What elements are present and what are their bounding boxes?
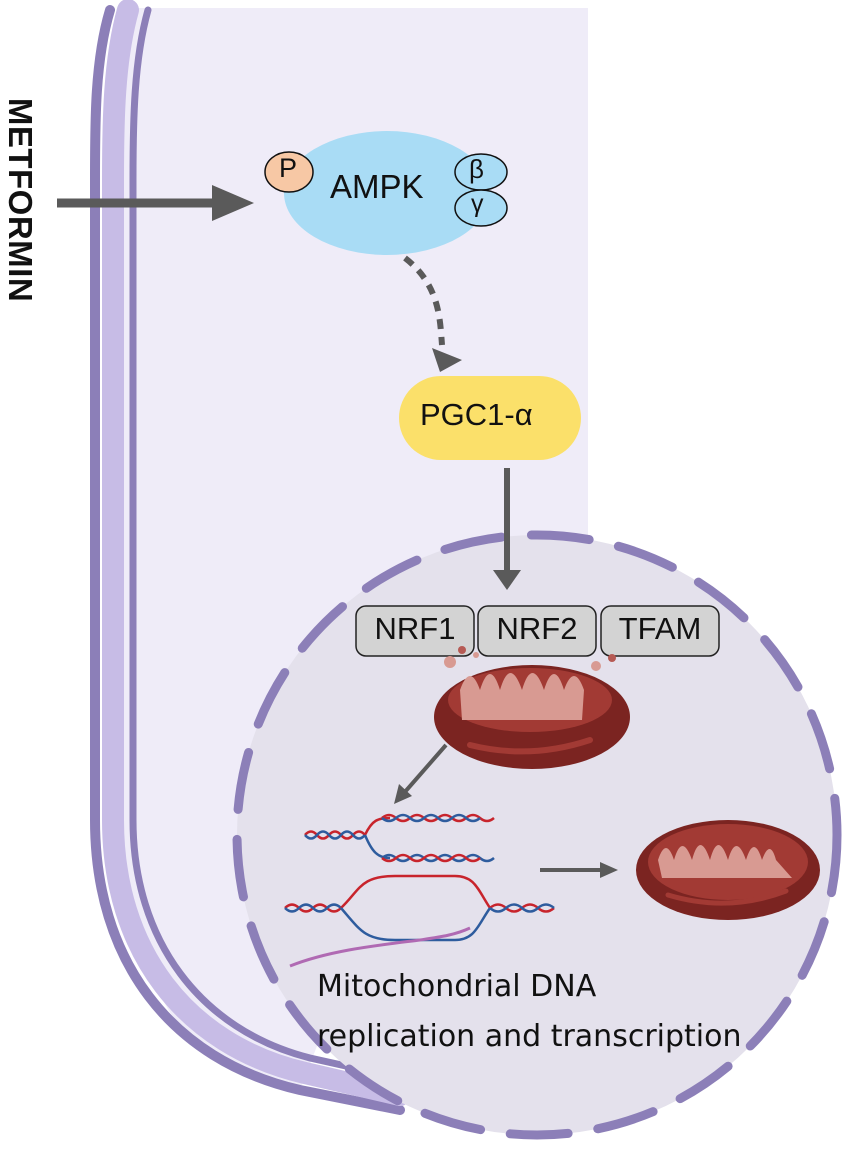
- phospho-group: [264, 151, 314, 193]
- nrf2-label: NRF2: [496, 611, 578, 646]
- mito-to-dna-arrowhead: [394, 784, 412, 804]
- phospho-label: P: [279, 153, 298, 183]
- ampk-node: [284, 131, 490, 255]
- gamma-label: γ: [471, 190, 484, 218]
- caption-line-2: replication and transcription: [317, 1019, 742, 1054]
- ampk-label: AMPK: [330, 168, 424, 205]
- biogenesis-arrowhead: [600, 862, 618, 878]
- beta-label: β: [469, 154, 484, 184]
- activation-dashed-arrow: [403, 255, 445, 346]
- cell-membrane-inner: [129, 6, 404, 1082]
- nucleus: [237, 535, 837, 1135]
- cytoplasm: [120, 8, 588, 1090]
- nrf1-label: NRF1: [374, 611, 456, 646]
- mitochondrion-activated: [434, 646, 630, 769]
- nrf1-box: [355, 605, 475, 657]
- pgc1a-label: PGC1-α: [420, 397, 533, 432]
- nuclear-envelope: [232, 530, 842, 1140]
- pgc-to-factors-arrowhead: [493, 570, 521, 590]
- nrf2-box: [477, 605, 597, 657]
- tfam-label: TFAM: [618, 611, 702, 646]
- tfam-box: [600, 605, 720, 657]
- mitochondrion-new: [636, 820, 820, 920]
- metformin-label: METFORMIN: [2, 97, 39, 303]
- gamma-subunit: [454, 189, 508, 227]
- caption: Mitochondrial DNA replication and transc…: [317, 962, 742, 1062]
- dna-replication-fork: [304, 813, 495, 863]
- activation-dashed-arrowhead: [432, 348, 462, 372]
- cell-membrane-fill: [102, 0, 411, 1106]
- metformin-arrowhead: [212, 185, 254, 221]
- cell-membrane-outer: [90, 5, 405, 1115]
- dna-transcription-bubble: [284, 874, 555, 968]
- mito-to-dna-arrow: [402, 743, 448, 795]
- pgc1a-node: [399, 376, 581, 460]
- caption-line-1: Mitochondrial DNA: [317, 969, 597, 1004]
